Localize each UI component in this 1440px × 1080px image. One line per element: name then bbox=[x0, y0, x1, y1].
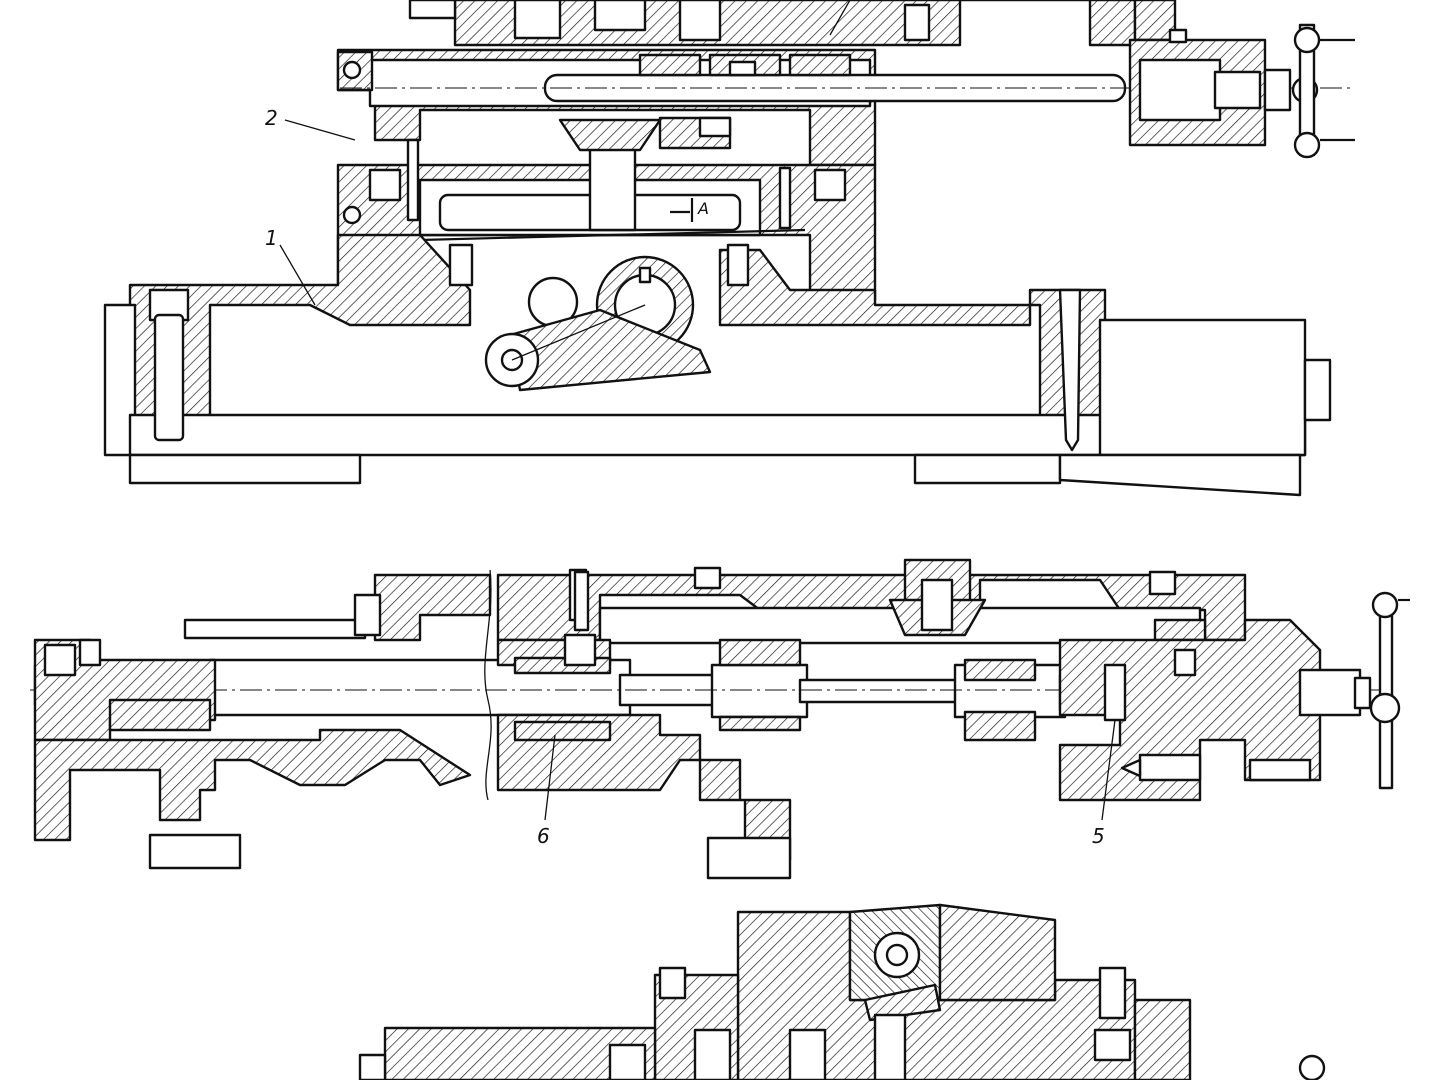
middle-section-view: 6 5 bbox=[30, 558, 1410, 880]
upper-table bbox=[183, 558, 1247, 645]
label-section-a: A bbox=[697, 199, 709, 218]
cam-lever bbox=[484, 255, 712, 392]
label-part-1: 1 bbox=[265, 226, 278, 250]
bed-part-1 bbox=[103, 233, 1332, 497]
handwheel-housing-top bbox=[1128, 23, 1355, 159]
central-housing-middle bbox=[496, 570, 802, 880]
cross-slide-top bbox=[336, 116, 877, 302]
left-housing-middle bbox=[33, 638, 472, 870]
bottom-section-view bbox=[358, 903, 1326, 1080]
middle-view-labels: 6 5 bbox=[537, 719, 1116, 848]
label-part-6: 6 bbox=[537, 824, 550, 848]
upper-carriage bbox=[408, 0, 1177, 47]
right-housing-middle bbox=[963, 591, 1410, 802]
top-view-labels: 2 1 A bbox=[265, 0, 851, 306]
label-part-5: 5 bbox=[1092, 824, 1105, 848]
label-part-2: 2 bbox=[265, 106, 278, 130]
top-section-view: 2 1 A bbox=[103, 0, 1355, 497]
